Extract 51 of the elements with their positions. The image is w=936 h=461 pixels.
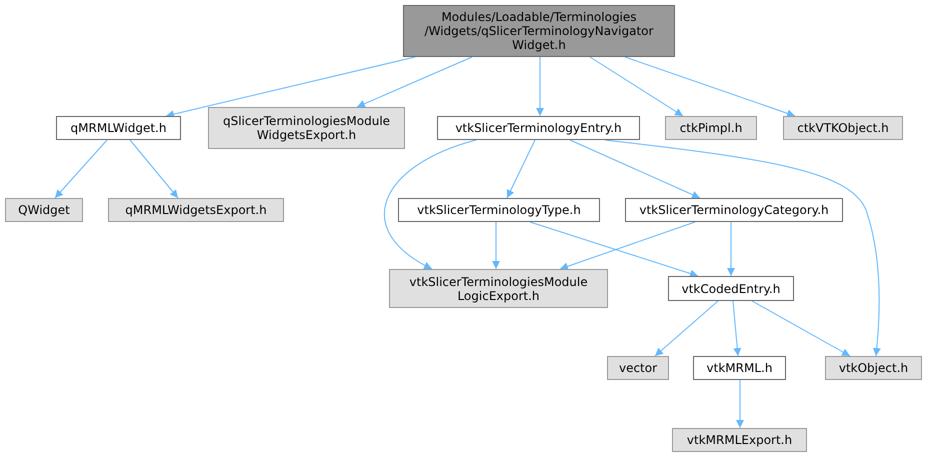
- file-name: vtkMRML.h: [706, 361, 772, 375]
- file-box: [389, 269, 608, 308]
- file-name: qSlicerTerminologiesModule WidgetsExport.h: [222, 114, 392, 142]
- arrow: [506, 140, 536, 198]
- arrow: [727, 222, 735, 276]
- file-box: [672, 428, 807, 452]
- file-box: [437, 116, 640, 140]
- file-name: Modules/Loadable/Terminologies /Widgets/qSlicerTerminologyNavigator Widget.h: [424, 10, 654, 52]
- file-name: vtkObject.h: [838, 361, 908, 375]
- file-name: ctkVTKObject.h: [797, 121, 889, 135]
- file-box: [398, 198, 600, 222]
- file-box: [668, 276, 794, 301]
- file-box: [607, 356, 669, 380]
- arrow: [736, 380, 744, 428]
- file-name: QWidget: [18, 203, 70, 217]
- arrow: [752, 300, 850, 356]
- arrow: [590, 56, 684, 116]
- arrow: [384, 140, 476, 270]
- file-name: vtkCodedEntry.h: [682, 282, 780, 296]
- file-box: [783, 116, 903, 140]
- arrow: [536, 56, 544, 116]
- arrow: [492, 222, 500, 270]
- arrow: [356, 56, 472, 108]
- file-box: [56, 116, 181, 140]
- arrow: [624, 56, 796, 118]
- file-name: vector: [618, 361, 658, 375]
- file-box: [5, 198, 83, 222]
- file-name: vtkSlicerTerminologiesModule LogicExport.h: [408, 274, 589, 302]
- file-box: [693, 356, 786, 380]
- arrow: [654, 300, 718, 356]
- file-box: [665, 116, 757, 140]
- file-box: [403, 5, 675, 57]
- file-name: vtkSlicerTerminologyCategory.h: [639, 203, 829, 217]
- file-box: [108, 198, 284, 222]
- arrow: [530, 222, 698, 278]
- file-box: [825, 356, 922, 380]
- file-box: [625, 198, 843, 222]
- arrow: [570, 140, 700, 198]
- file-name: qMRMLWidget.h: [70, 121, 166, 135]
- arrow: [54, 140, 108, 198]
- file-name: vtkMRMLExport.h: [686, 433, 792, 447]
- arrow: [560, 222, 696, 270]
- arrow: [166, 56, 416, 118]
- arrow: [732, 300, 742, 356]
- arrow: [604, 140, 881, 356]
- file-name: ctkPimpl.h: [680, 121, 742, 135]
- file-box: [208, 107, 405, 149]
- arrow: [130, 140, 178, 198]
- file-name: qMRMLWidgetsExport.h: [125, 203, 267, 217]
- file-name: vtkSlicerTerminologyType.h: [417, 203, 581, 217]
- file-name: vtkSlicerTerminologyEntry.h: [455, 121, 622, 135]
